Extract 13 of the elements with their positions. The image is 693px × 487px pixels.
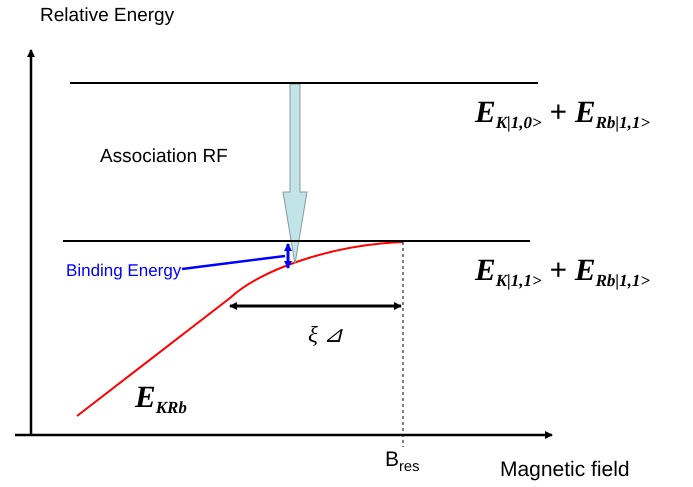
label: Association RF	[100, 147, 228, 168]
dimension-label: ξ ⊿	[308, 322, 343, 348]
axis-title: Magnetic field	[500, 458, 630, 482]
tick-label: B$_{res}$	[385, 448, 420, 476]
energy-level-line	[63, 240, 530, 242]
block-arrow	[282, 84, 308, 264]
curve-label: E$_{KRb}$	[135, 380, 187, 418]
energy-formula: E$_{K|1,1>}$ + E$_{Rb|1,1>}$	[475, 253, 650, 291]
annotation-label: Binding Energy	[66, 262, 182, 281]
axis-title: Relative Energy	[40, 6, 174, 27]
energy-formula: E$_{K|1,0>}$ + E$_{Rb|1,1>}$	[475, 95, 650, 133]
leader-line	[182, 254, 286, 270]
energy-level-line	[70, 82, 538, 84]
